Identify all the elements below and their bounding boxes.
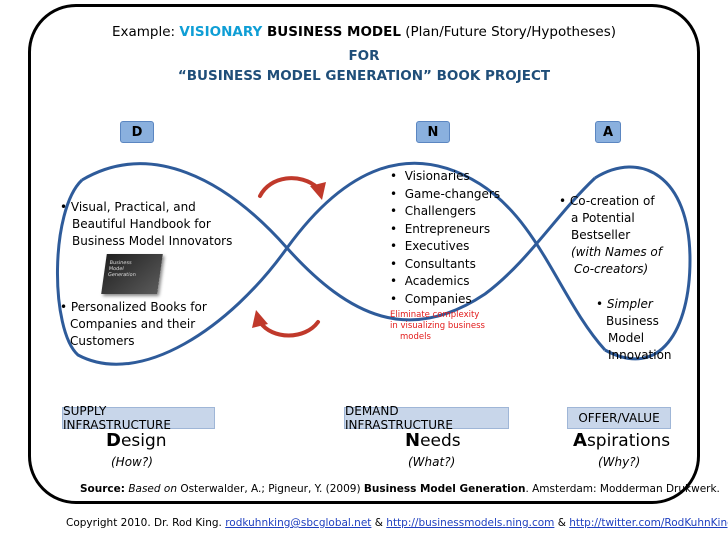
demand-list: • Visionaries • Game-changers • Challeng… <box>390 168 500 308</box>
list-item: • Entrepreneurs <box>390 221 491 236</box>
list-item: • Visionaries <box>390 169 470 183</box>
book-title-text: Business Model Generation <box>107 260 137 278</box>
copyright-line: Copyright 2010. Dr. Rod King. rodkuhnkin… <box>66 517 728 529</box>
badge-a: A <box>595 121 621 143</box>
aspirations-heading: Aspirations <box>573 430 671 451</box>
list-item: • Academics <box>390 274 470 288</box>
book-cover-image: Business Model Generation <box>101 254 163 294</box>
twitter-link[interactable]: http://twitter.com/RodKuhnKing <box>569 517 728 529</box>
list-item: • Challengers <box>390 204 476 218</box>
list-item: • Game-changers <box>390 186 501 201</box>
right-bullet-main: • Co-creation of a Potential Bestseller … <box>559 194 662 276</box>
left-bullet-1: • Visual, Practical, and Beautiful Handb… <box>60 200 233 248</box>
ning-link[interactable]: http://businessmodels.ning.com <box>386 517 555 529</box>
list-item: • Companies <box>390 291 472 306</box>
what-question: (What?) <box>408 455 456 469</box>
offer-value-label: OFFER/VALUE <box>567 407 671 429</box>
email-link[interactable]: rodkuhnking@sbcglobal.net <box>225 517 372 529</box>
design-heading: Design <box>106 430 167 451</box>
badge-n: N <box>416 121 450 143</box>
left-bullet-2: • Personalized Books for Companies and t… <box>60 300 207 348</box>
demand-infrastructure-label: DEMAND INFRASTRUCTURE <box>344 404 509 432</box>
how-question: (How?) <box>111 455 153 469</box>
complexity-note: Eliminate complexity in visualizing busi… <box>390 310 485 342</box>
list-item: • Executives <box>390 239 470 253</box>
why-question: (Why?) <box>598 455 641 469</box>
supply-infrastructure-label: SUPPLY INFRASTRUCTURE <box>62 404 215 432</box>
source-citation: Source: Based on Osterwalder, A.; Pigneu… <box>80 483 720 495</box>
list-item: • Consultants <box>390 256 476 271</box>
needs-heading: Needs <box>405 430 461 451</box>
badge-d: D <box>120 121 154 143</box>
title-line-2: FOR <box>348 48 380 64</box>
title-line-3: “BUSINESS MODEL GENERATION” BOOK PROJECT <box>177 68 551 84</box>
title-line-1: Example: VISIONARY BUSINESS MODEL (Plan/… <box>111 24 617 40</box>
right-sub-bullet: • Simpler Business Model Innovation <box>596 297 672 362</box>
rounded-frame <box>28 4 700 504</box>
